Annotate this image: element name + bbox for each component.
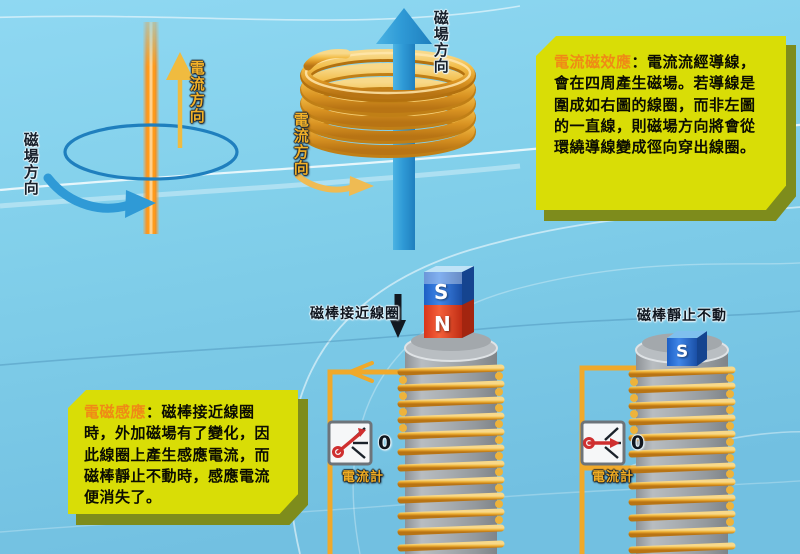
caption-magnet-stationary: 磁棒靜止不動 (637, 308, 727, 324)
caption-magnet-approaching: 磁棒接近線圈 (310, 306, 400, 322)
ammeter-left-reading: 0 (378, 432, 393, 454)
callout-body-top: 電流磁效應：電流流經導線，會在四周產生磁場。若導線是圍成如右圖的線圈，而非左圖的… (536, 36, 786, 210)
ammeter-left (327, 420, 373, 466)
callout-body-bottom: 電磁感應：磁棒接近線圈時，外加磁場有了變化，因此線圈上產生感應電流，而磁棒靜止不… (68, 390, 298, 514)
ammeter-right-label: 電流計 (592, 470, 635, 485)
callout-bottom-heading: 電磁感應 (84, 403, 147, 421)
callout-current-magnetic-effect: 電流磁效應：電流流經導線，會在四周產生磁場。若導線是圍成如右圖的線圈，而非左圖的… (536, 36, 796, 221)
magnet-left-pole-n: N (434, 312, 451, 336)
ammeter-right (580, 420, 626, 466)
label-current-direction-coil: 電流方向 (291, 112, 310, 176)
callout-bottom-text: 磁棒接近線圈時，外加磁場有了變化，因此線圈上產生感應電流，而磁棒靜止不動時，感應… (84, 403, 271, 507)
callout-bottom-separator: ： (146, 403, 162, 421)
magnet-left-pole-s: S (434, 280, 449, 304)
label-field-direction-coil: 磁場方向 (431, 10, 450, 74)
magnet-bar-right (667, 331, 707, 366)
callout-top-separator: ： (631, 53, 648, 71)
callout-top-heading: 電流磁效應 (554, 53, 632, 71)
label-field-direction-wire: 磁場方向 (21, 132, 40, 196)
magnet-right-pole-s: S (676, 342, 689, 362)
label-current-direction-wire: 電流方向 (187, 60, 206, 124)
callout-electromagnetic-induction: 電磁感應：磁棒接近線圈時，外加磁場有了變化，因此線圈上產生感應電流，而磁棒靜止不… (68, 390, 308, 525)
callout-top-text: 電流流經導線，會在四周產生磁場。若導線是圍成如右圖的線圈，而非左圖的一直線，則磁… (554, 53, 756, 157)
ammeter-right-reading: 0 (631, 432, 646, 454)
magnet-bar-left (424, 266, 474, 338)
ammeter-left-label: 電流計 (342, 470, 385, 485)
